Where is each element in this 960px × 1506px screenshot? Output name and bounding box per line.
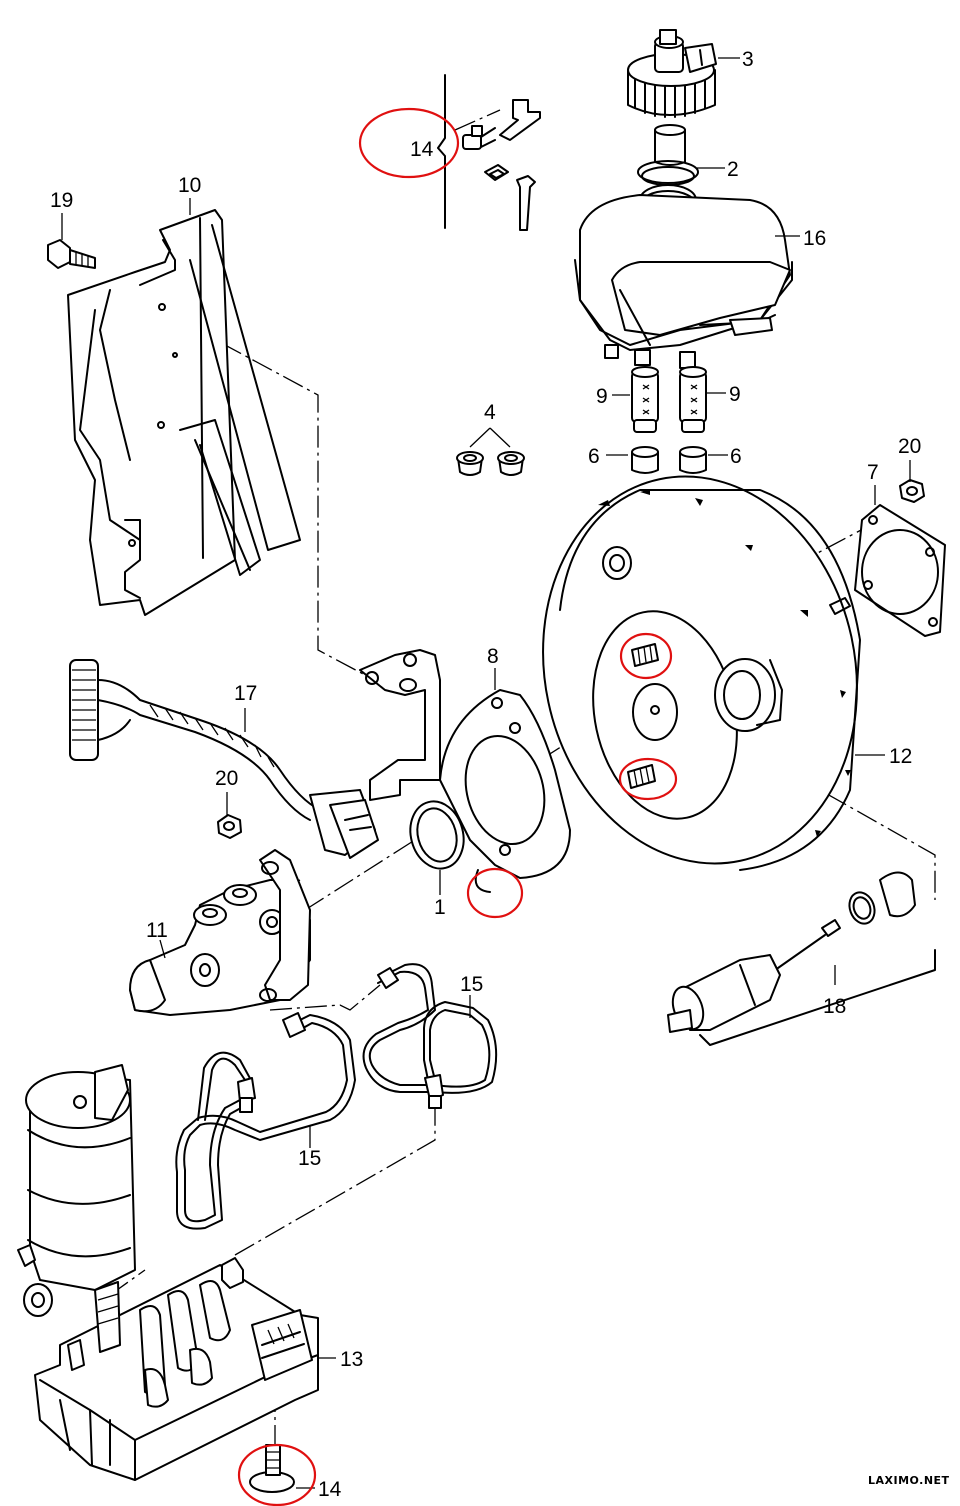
part-9-filter-left [631, 366, 659, 433]
callout-6-right: 6 [730, 445, 742, 468]
highlight-part-14-bottom [237, 1443, 317, 1506]
pin-long-top [516, 175, 536, 231]
part-18-pressure-switch [667, 871, 936, 1046]
part-15-brake-pipe-upper [362, 963, 498, 1109]
part-6-grommet-left [631, 446, 659, 474]
callout-15-right: 15 [460, 973, 483, 996]
leader-lines [61, 57, 911, 1489]
callout-20-top: 20 [898, 435, 921, 458]
callout-10: 10 [178, 174, 201, 197]
highlight-stud-upper [619, 632, 673, 680]
callout-17: 17 [234, 682, 257, 705]
part-12-brake-booster [542, 475, 861, 871]
callout-3: 3 [742, 48, 754, 71]
part-7-gasket [854, 504, 946, 637]
clip-bracket-top [499, 99, 541, 141]
callout-4: 4 [484, 401, 496, 424]
highlight-part-14-top [358, 107, 460, 179]
part-20-nut-left [217, 814, 242, 839]
callout-19: 19 [50, 189, 73, 212]
part-11-master-cylinder [129, 849, 311, 1016]
part-10-heat-shield [67, 209, 301, 616]
highlight-stud-lower [618, 757, 678, 801]
part-4-grommet-left [456, 451, 484, 476]
mounting-bracket [359, 649, 441, 801]
highlights [237, 107, 678, 1506]
clip-nut-top [484, 164, 509, 181]
callout-16: 16 [803, 227, 826, 250]
callout-labels: 3 2 16 14 9 9 4 6 6 7 20 12 8 1 10 19 17… [50, 48, 921, 1501]
part-8-gasket [439, 689, 571, 893]
part-16-brake-fluid-reservoir [574, 194, 793, 369]
callout-20-left: 20 [215, 767, 238, 790]
highlight-gasket-tab [466, 867, 524, 919]
callout-15-left: 15 [298, 1147, 321, 1170]
part-14-pin-top [462, 125, 496, 150]
callout-13: 13 [340, 1348, 363, 1371]
callout-18: 18 [823, 995, 846, 1018]
callout-7: 7 [867, 461, 879, 484]
part-20-nut-top [899, 479, 925, 503]
bolt-group-bracket [437, 74, 446, 229]
callout-2: 2 [727, 158, 739, 181]
callout-9-right: 9 [729, 383, 741, 406]
part-3-reservoir-cap [627, 29, 717, 118]
part-13-hydraulic-unit [17, 1064, 319, 1493]
callout-12: 12 [889, 745, 912, 768]
watermark: LAXIMO.NET [868, 1474, 950, 1487]
callout-1: 1 [434, 896, 446, 919]
part-1-seal-ring [409, 800, 465, 870]
part-15-brake-pipe-lower [175, 1012, 356, 1230]
part-19-bolt [47, 239, 96, 269]
part-4-grommet-right [497, 451, 525, 476]
callout-8: 8 [487, 645, 499, 668]
callout-9-left: 9 [596, 385, 608, 408]
callout-6-left: 6 [588, 445, 600, 468]
part-17-wiring-harness [69, 659, 379, 859]
part-6-grommet-right [679, 446, 707, 474]
callout-11: 11 [146, 919, 168, 942]
callout-14-bottom: 14 [318, 1478, 342, 1501]
part-9-filter-right [679, 366, 707, 433]
callout-14-top: 14 [410, 138, 434, 161]
